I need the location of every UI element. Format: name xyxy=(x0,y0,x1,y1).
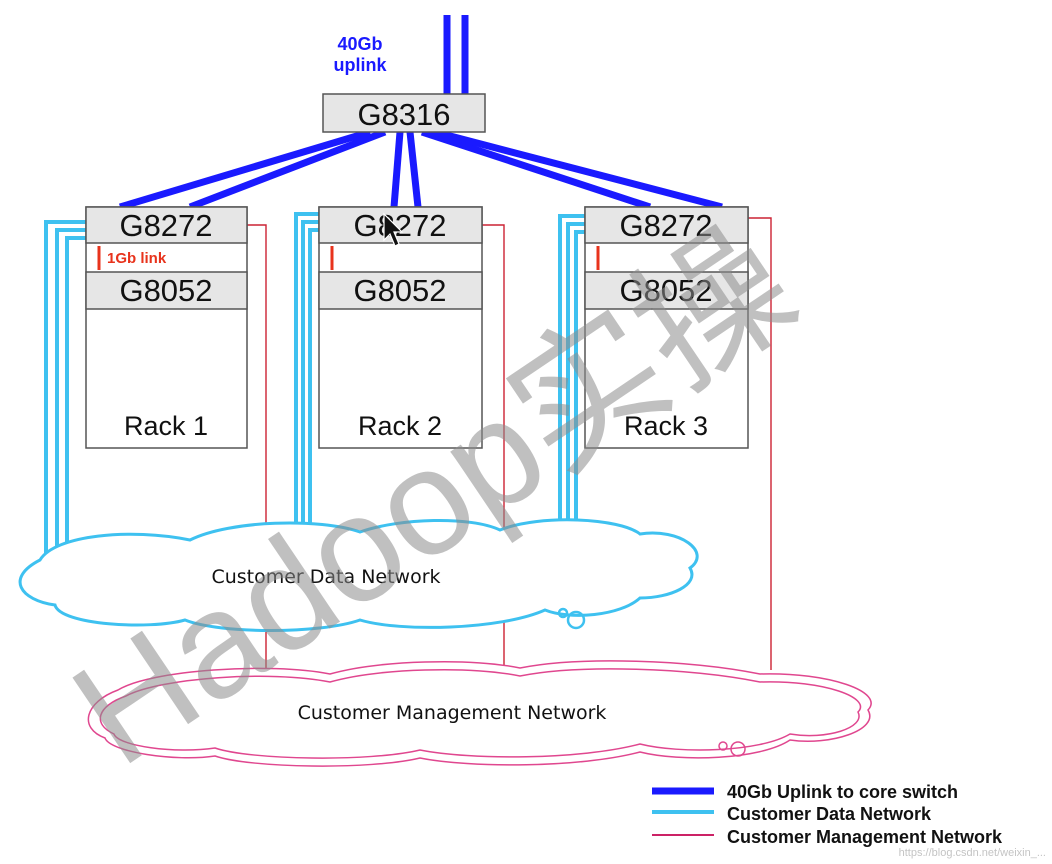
data-link-rack-1-b xyxy=(55,228,86,555)
data-cloud-bubble-small xyxy=(557,607,569,619)
data-links xyxy=(44,212,585,560)
rack-1[interactable]: G8272 G8052 1Gb link Rack 1 xyxy=(85,206,248,449)
mouse-cursor-icon xyxy=(383,212,404,247)
rack-2-mgmt-switch xyxy=(318,271,483,310)
uplink-rack-3-a xyxy=(420,128,652,211)
rack-1-mgmt-switch xyxy=(85,271,248,310)
data-link-rack-3-a xyxy=(558,214,585,525)
mgmt-cloud-bubble-small xyxy=(718,741,728,751)
rack-2-mgmt-label: G8052 xyxy=(353,273,446,308)
core-switch[interactable]: G8316 xyxy=(322,93,486,133)
uplink-rack-3-b xyxy=(434,128,723,211)
rack-1-frame xyxy=(85,206,248,449)
legend-label-data: Customer Data Network xyxy=(727,804,932,824)
rack-1-1gb-link-label: 1Gb link xyxy=(107,250,167,267)
rack-3-tor-switch xyxy=(584,206,749,244)
rack-1-mgmt-label: G8052 xyxy=(119,273,212,308)
uplink-rack-2-b xyxy=(406,131,422,208)
management-network-label: Customer Management Network xyxy=(298,702,607,724)
legend-label-uplink: 40Gb Uplink to core switch xyxy=(727,782,958,802)
uplink-rack-1-b xyxy=(188,128,387,211)
rack-2-tor-label: G8272 xyxy=(353,208,446,243)
mgmt-link-rack-3 xyxy=(748,217,772,670)
data-link-rack-2-c xyxy=(308,228,319,524)
mgmt-cloud-bubble-large xyxy=(730,741,746,757)
data-link-rack-2-b xyxy=(301,220,319,526)
data-link-rack-3-c xyxy=(574,230,585,521)
rack-1-tor-switch xyxy=(85,206,248,244)
data-link-rack-3-b xyxy=(566,222,585,523)
legend: 40Gb Uplink to core switch Customer Data… xyxy=(652,782,1003,847)
rack-3-mgmt-label: G8052 xyxy=(619,273,712,308)
rack-1-label: Rack 1 xyxy=(124,411,208,441)
mgmt-cloud-outline xyxy=(87,660,872,767)
uplink-label-line-2: uplink xyxy=(334,55,388,75)
mgmt-cloud-inner-outline xyxy=(99,668,862,759)
rack-2-frame xyxy=(318,206,483,449)
rack-2-label: Rack 2 xyxy=(358,411,442,441)
data-link-rack-1-a xyxy=(44,220,86,560)
source-credit: https://blog.csdn.net/weixin_... xyxy=(899,847,1046,859)
rack-1-tor-label: G8272 xyxy=(119,208,212,243)
data-network-label: Customer Data Network xyxy=(211,566,440,588)
uplink-rack-2-a xyxy=(390,131,404,208)
rack-3-label: Rack 3 xyxy=(624,411,708,441)
uplink-label-line-1: 40Gb xyxy=(337,34,382,54)
data-cloud-bubble-large xyxy=(566,610,586,630)
mgmt-link-rack-2 xyxy=(482,224,505,670)
uplink-links xyxy=(118,15,723,211)
data-link-rack-1-c xyxy=(65,236,86,550)
rack-3[interactable]: G8272 G8052 Rack 3 xyxy=(584,206,749,449)
rack-3-mgmt-switch xyxy=(584,271,749,310)
rack-2-tor-switch xyxy=(318,206,483,244)
data-link-rack-2-a xyxy=(294,212,319,528)
core-switch-box xyxy=(322,93,486,133)
mgmt-link-rack-1 xyxy=(247,224,267,670)
customer-data-network-cloud: Customer Data Network xyxy=(18,518,699,632)
uplink-rack-1-a xyxy=(118,128,372,211)
legend-label-management: Customer Management Network xyxy=(727,827,1003,847)
rack-3-frame xyxy=(584,206,749,449)
rack-3-tor-label: G8272 xyxy=(619,208,712,243)
data-cloud-outline xyxy=(18,518,699,632)
core-switch-label: G8316 xyxy=(357,97,450,132)
customer-management-network-cloud: Customer Management Network xyxy=(87,660,872,767)
management-links xyxy=(247,217,772,670)
rack-2[interactable]: G8272 G8052 Rack 2 xyxy=(318,206,483,449)
